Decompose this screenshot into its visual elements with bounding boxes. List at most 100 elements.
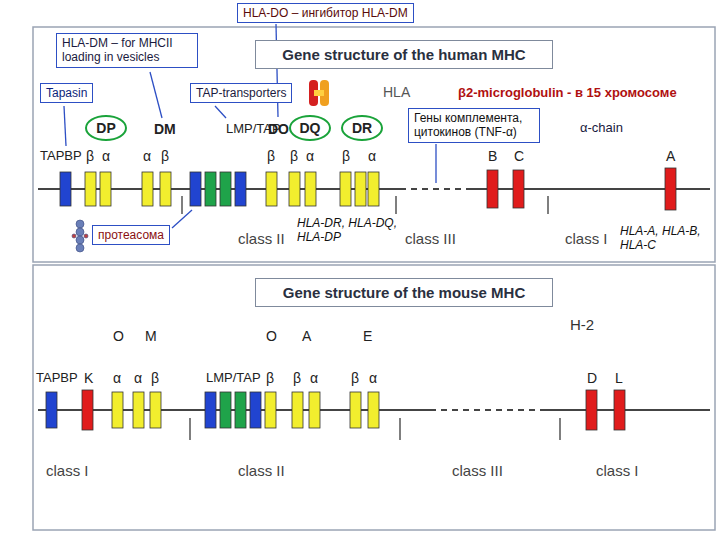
gene-block	[305, 172, 316, 206]
gene-label: class II	[238, 462, 285, 479]
gene-label: class II	[238, 230, 285, 247]
callout-box: протеасома	[92, 225, 170, 245]
gene-label: TAPBP	[40, 148, 82, 163]
gene-block	[355, 172, 366, 206]
gene-label: β	[342, 148, 350, 164]
gene-block	[46, 392, 57, 428]
gene-block	[368, 392, 379, 428]
proteasome-icon	[72, 220, 88, 252]
gene-block	[250, 392, 261, 428]
node-text: HLA-DM – for MHCII loading in vesicles	[62, 36, 192, 65]
gene-label: O	[266, 328, 277, 344]
node-text: DP	[96, 120, 115, 136]
callout-box: TAP-transporters	[190, 83, 292, 103]
gene-label: β	[293, 370, 301, 386]
gene-label: α	[306, 148, 314, 164]
gene-block	[309, 392, 320, 428]
gene-block	[614, 390, 625, 430]
gene-label: β	[86, 148, 94, 164]
node-text: Гены комплемента, цитокинов (TNF-α)	[414, 111, 534, 140]
gene-block	[85, 172, 96, 206]
gene-label: A	[302, 328, 311, 344]
gene-block	[265, 392, 276, 428]
gene-label: α	[310, 370, 318, 386]
gene-label: HLA-DR, HLA-DQ, HLA-DP	[297, 216, 397, 245]
gene-label: β	[151, 370, 159, 386]
gene-label: α	[143, 148, 151, 164]
gene-label: LMP/TAP	[206, 370, 261, 385]
node-text: HLA-DO – ингибитор HLA-DM	[243, 6, 408, 20]
gene-circle: DP	[85, 115, 127, 141]
gene-block	[487, 170, 498, 208]
gene-block	[142, 172, 153, 206]
node-text: DQ	[300, 120, 321, 136]
gene-block	[82, 390, 93, 430]
gene-block	[220, 172, 231, 206]
region-ticks	[182, 196, 560, 440]
gene-label: L	[615, 370, 623, 386]
gene-block	[350, 392, 361, 428]
gene-label: B	[488, 148, 497, 164]
gene-circle: DQ	[289, 115, 331, 141]
gene-block	[665, 168, 676, 210]
gene-label: α	[113, 370, 121, 386]
gene-block	[60, 172, 71, 206]
gene-block	[150, 392, 161, 428]
chromosome-line	[38, 189, 710, 410]
panel-title: Gene structure of the mouse MHC	[255, 278, 553, 307]
gene-label: H-2	[570, 316, 594, 333]
node-text: Tapasin	[46, 86, 87, 100]
gene-label: α	[369, 370, 377, 386]
gene-label: β	[351, 370, 359, 386]
panel-title: Gene structure of the human MHC	[255, 40, 553, 69]
gene-label: M	[145, 328, 157, 344]
node-text: TAP-transporters	[196, 86, 286, 100]
gene-label: α	[368, 148, 376, 164]
gene-block	[292, 392, 303, 428]
gene-block	[160, 172, 171, 206]
gene-label: C	[514, 148, 524, 164]
node-text: протеасома	[98, 228, 164, 242]
gene-block	[235, 392, 246, 428]
gene-label: β	[290, 148, 298, 164]
gene-block	[190, 172, 201, 206]
callout-box: HLA-DO – ингибитор HLA-DM	[237, 3, 414, 23]
callout-box: Tapasin	[40, 83, 93, 103]
gene-label: D	[587, 370, 597, 386]
gene-block	[133, 392, 144, 428]
gene-label: DO	[268, 121, 289, 137]
gene-block	[100, 172, 111, 206]
tap-transporter-icon	[309, 80, 329, 106]
gene-label: O	[113, 328, 124, 344]
gene-label: β	[267, 148, 275, 164]
gene-label: class I	[596, 462, 639, 479]
gene-block	[289, 172, 300, 206]
gene-label: β	[266, 370, 274, 386]
gene-label: HLA	[383, 84, 410, 100]
gene-label: class I	[565, 230, 608, 247]
gene-label: α	[102, 148, 110, 164]
human-panel	[33, 27, 715, 262]
gene-block	[235, 172, 246, 206]
node-text: Gene structure of the mouse MHC	[266, 284, 542, 301]
gene-label: class III	[405, 230, 456, 247]
gene-block	[513, 170, 524, 208]
callout-box: HLA-DM – for MHCII loading in vesicles	[56, 33, 198, 68]
gene-label: E	[363, 328, 372, 344]
gene-block	[340, 172, 351, 206]
gene-label: TAPBP	[36, 370, 78, 385]
gene-label: α-chain	[580, 120, 623, 135]
gene-blocks	[46, 168, 676, 430]
gene-block	[205, 392, 216, 428]
gene-circle: DR	[341, 115, 383, 141]
gene-block	[368, 172, 379, 206]
gene-label: K	[84, 370, 93, 386]
gene-block	[586, 390, 597, 430]
gene-label: β	[161, 148, 169, 164]
gene-label: A	[666, 148, 675, 164]
node-text: Gene structure of the human MHC	[266, 46, 542, 63]
node-text: DR	[352, 120, 372, 136]
mouse-panel	[33, 265, 715, 530]
gene-block	[205, 172, 216, 206]
